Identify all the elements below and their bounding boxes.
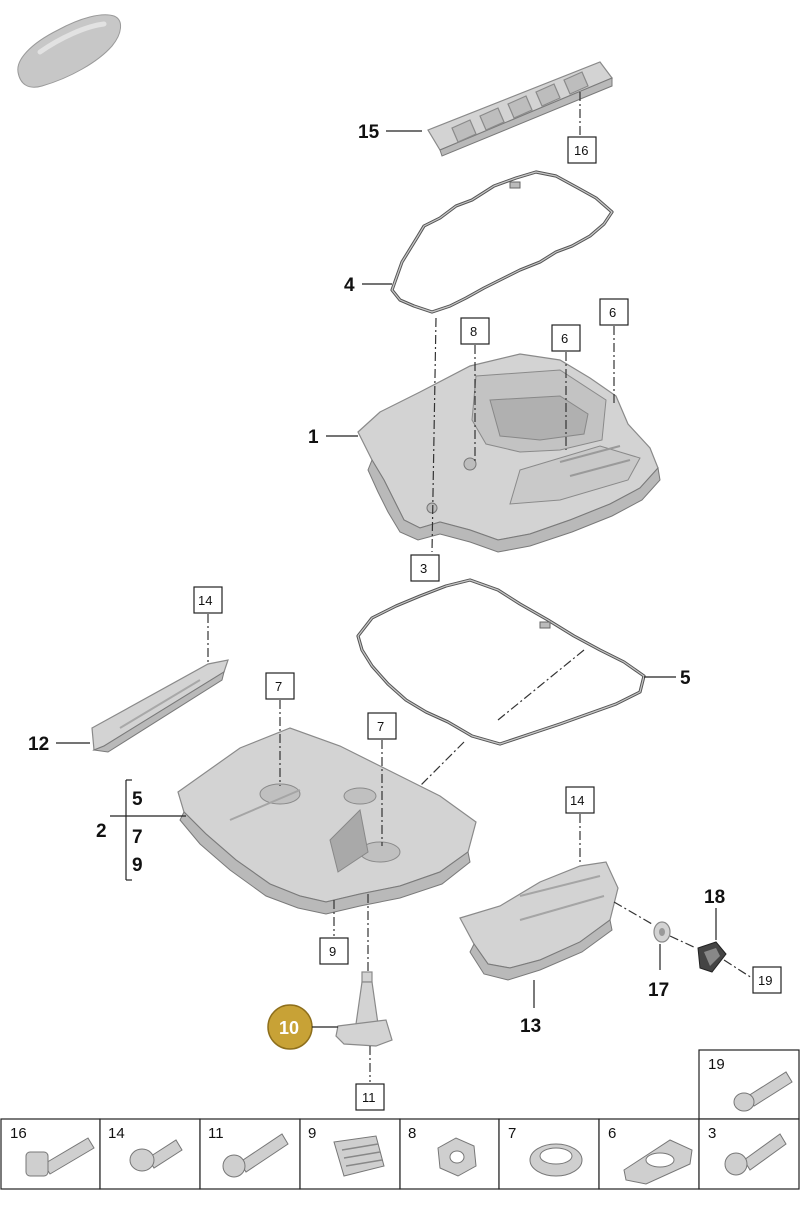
part-13-heat-shield bbox=[459, 861, 619, 981]
part-10-oil-level-sensor bbox=[335, 971, 393, 1047]
fastener-label-3: 3 bbox=[708, 1125, 716, 1142]
box-label-16-top: 16 bbox=[574, 143, 588, 158]
fastener-label-14: 14 bbox=[108, 1125, 125, 1142]
part-1-upper-oil-pan bbox=[357, 353, 661, 553]
bolt-11-icon bbox=[222, 1133, 289, 1178]
part-17-nut bbox=[653, 921, 671, 943]
fastener-label-16: 16 bbox=[10, 1125, 27, 1142]
box-label-7-right: 7 bbox=[377, 719, 384, 734]
callout-2-sub-9: 9 bbox=[132, 855, 143, 876]
callout-5: 5 bbox=[680, 668, 691, 689]
part-4-upper-gasket bbox=[390, 170, 614, 314]
nut-8-icon bbox=[437, 1137, 477, 1177]
fastener-label-6: 6 bbox=[608, 1125, 616, 1142]
callout-2-sub-5: 5 bbox=[132, 789, 143, 810]
bolt-16-icon bbox=[25, 1137, 95, 1177]
callout-17: 17 bbox=[648, 980, 669, 1001]
part-2-lower-oil-pan bbox=[177, 727, 477, 915]
fastener-label-19: 19 bbox=[708, 1056, 725, 1073]
callout-10: 10 bbox=[279, 1018, 299, 1038]
callout-2: 2 bbox=[96, 821, 107, 842]
bolt-14-icon bbox=[129, 1139, 183, 1172]
bolt-3-icon bbox=[724, 1133, 787, 1176]
box-label-6-right: 6 bbox=[609, 305, 616, 320]
callout-1: 1 bbox=[308, 427, 319, 448]
fastener-label-8: 8 bbox=[408, 1125, 416, 1142]
callout-4: 4 bbox=[344, 275, 355, 296]
box-label-6-left: 6 bbox=[561, 331, 568, 346]
box-label-11: 11 bbox=[362, 1090, 376, 1105]
callout-15: 15 bbox=[358, 122, 380, 143]
box-label-19: 19 bbox=[758, 973, 772, 988]
part-5-lower-gasket bbox=[356, 578, 646, 746]
box-label-9: 9 bbox=[329, 944, 336, 959]
seal-ring-7-icon bbox=[529, 1143, 583, 1177]
fastener-label-7: 7 bbox=[508, 1125, 516, 1142]
box-label-14-right: 14 bbox=[570, 793, 584, 808]
callout-2-sub-7: 7 bbox=[132, 827, 143, 848]
plug-9-icon bbox=[333, 1135, 385, 1177]
car-silhouette-icon bbox=[17, 14, 121, 88]
fastener-label-9: 9 bbox=[308, 1125, 316, 1142]
callout-12: 12 bbox=[28, 734, 49, 755]
fastener-label-11: 11 bbox=[208, 1125, 224, 1142]
box-label-3: 3 bbox=[420, 561, 427, 576]
bracket-6-icon bbox=[623, 1139, 693, 1185]
bolt-19-icon bbox=[733, 1071, 793, 1112]
box-label-14-left: 14 bbox=[198, 593, 212, 608]
box-label-7-left: 7 bbox=[275, 679, 282, 694]
callout-13: 13 bbox=[520, 1016, 541, 1037]
part-18-clip bbox=[697, 941, 727, 973]
callout-18: 18 bbox=[704, 887, 725, 908]
box-label-8: 8 bbox=[470, 324, 477, 339]
part-12-bracket bbox=[91, 659, 229, 753]
part-15-baffle bbox=[427, 61, 613, 157]
